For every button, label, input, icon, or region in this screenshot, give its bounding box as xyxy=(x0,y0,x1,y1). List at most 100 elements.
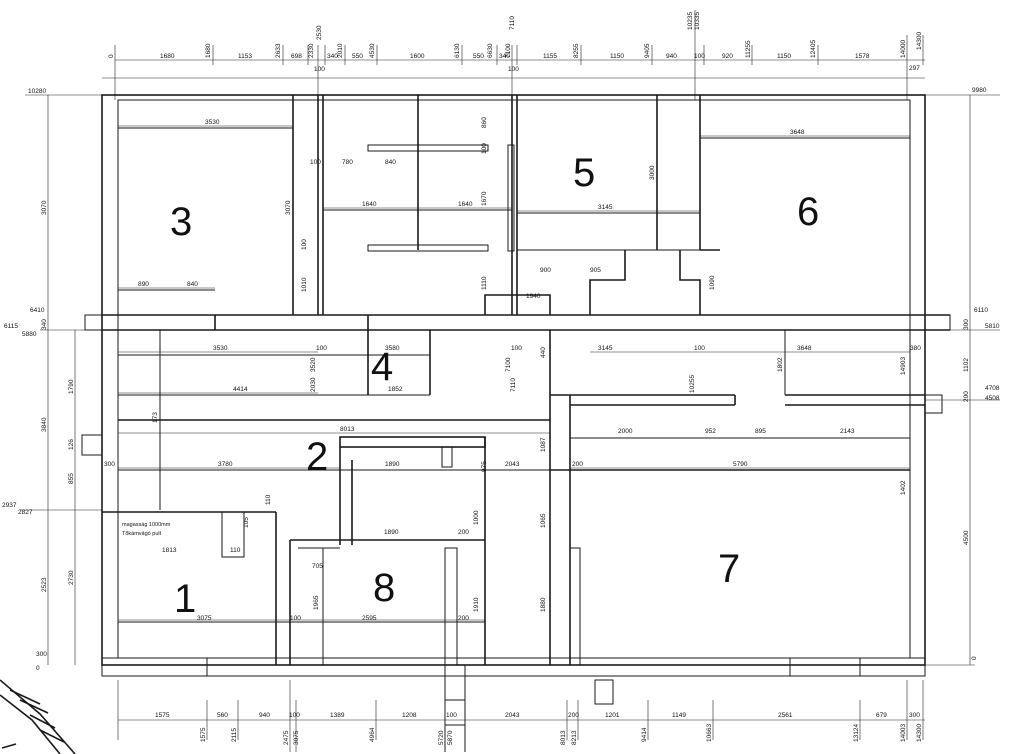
dim-label: 100 xyxy=(301,239,308,250)
dim-label: 110 xyxy=(265,494,272,505)
dim-label: 100 xyxy=(446,712,457,719)
dim-label: 1575 xyxy=(155,712,170,719)
dim-label: 679 xyxy=(876,712,887,719)
dim-label: 2000 xyxy=(618,428,633,435)
dim-label: 8013 xyxy=(560,730,567,745)
dim-label: 3580 xyxy=(385,345,400,352)
dim-label: 6410 xyxy=(30,307,45,314)
dim-label: 200 xyxy=(572,461,583,468)
dim-label: 2595 xyxy=(362,615,377,622)
dim-label: 2561 xyxy=(778,712,793,719)
dim-label: 2730 xyxy=(68,570,75,585)
dim-label: 10280 xyxy=(28,88,46,95)
dim-label: 2115 xyxy=(231,728,238,742)
dim-label: 920 xyxy=(722,53,733,60)
dim-label: 440 xyxy=(540,347,547,358)
room-labels: 3 5 6 4 2 1 8 7 xyxy=(170,151,819,621)
dim-label: 380 xyxy=(910,345,921,352)
dim-label: 3075 xyxy=(293,730,300,745)
dim-label: 3075 xyxy=(197,615,212,622)
dim-label: 1852 xyxy=(388,386,403,393)
dim-label: 1880 xyxy=(540,597,547,612)
dim-label: 4500 xyxy=(963,530,970,545)
room-number-6: 6 xyxy=(797,190,819,234)
dim-label: 100 xyxy=(310,159,321,166)
dim-label: 1790 xyxy=(68,379,75,394)
dim-label: 14000 xyxy=(900,40,907,58)
dim-label: 4414 xyxy=(233,386,248,393)
dim-label: 975 xyxy=(481,461,488,472)
dim-label: 1153 xyxy=(238,53,252,60)
dim-label: 173 xyxy=(152,412,159,423)
top-dimension-chain: 1680 1680 1153 2633 698 2330 2530 340 20… xyxy=(102,10,925,100)
interior-dimension-labels: 3530 780 840 100 1640 1640 1670 3070 860… xyxy=(104,117,921,622)
dim-label: 1149 xyxy=(672,712,686,719)
room-number-5: 5 xyxy=(573,151,595,195)
dim-label: 7100 xyxy=(505,43,512,58)
dim-label: 1670 xyxy=(481,191,488,206)
dim-label: 9980 xyxy=(972,87,987,94)
dim-label: 8013 xyxy=(340,426,355,433)
dim-label: 5870 xyxy=(447,730,454,745)
dim-label: 3780 xyxy=(218,461,233,468)
dim-label: 6115 xyxy=(4,323,18,330)
counter-note: magasság 1000mm Tőkámvágó pult xyxy=(122,522,171,537)
dim-label: 2330 xyxy=(308,43,315,58)
dim-label: 900 xyxy=(540,267,551,274)
side-dimension-chains: 10280 9980 3070 6410 6115 5880 340 6110 … xyxy=(2,87,1000,672)
dim-label: 1000 xyxy=(473,510,480,525)
dim-label: 105 xyxy=(243,517,250,528)
dim-label: 2043 xyxy=(505,712,520,719)
dim-label: 100 xyxy=(314,66,325,73)
dim-label: 9405 xyxy=(644,43,651,58)
dim-label: 2827 xyxy=(18,509,33,516)
dim-label: 705 xyxy=(312,563,323,570)
dim-label: 3648 xyxy=(790,129,805,136)
dim-label: 1201 xyxy=(605,712,620,719)
dim-label: 550 xyxy=(473,53,484,60)
dim-label: 1940 xyxy=(526,293,541,300)
dim-label: 1110 xyxy=(481,276,488,290)
dim-label: 780 xyxy=(342,159,353,166)
dim-label: 6110 xyxy=(974,307,988,314)
dim-label: 905 xyxy=(590,267,601,274)
dim-label: 1150 xyxy=(777,53,791,60)
dim-label: 14300 xyxy=(916,724,923,742)
dim-label: 300 xyxy=(909,712,920,719)
dim-label: 2475 xyxy=(283,730,290,745)
dim-label: 1010 xyxy=(301,277,308,292)
dim-label: 100 xyxy=(694,345,705,352)
dim-label: 2530 xyxy=(316,25,323,40)
dim-label: 3070 xyxy=(285,200,292,215)
dim-label: 6630 xyxy=(487,43,494,58)
room-number-8: 8 xyxy=(373,566,395,610)
dim-label: 340 xyxy=(327,53,338,60)
dim-label: 550 xyxy=(352,53,363,60)
dim-label: 1680 xyxy=(160,53,175,60)
dim-label: 200 xyxy=(458,529,469,536)
dim-label: 300 xyxy=(36,651,47,658)
dim-label: 698 xyxy=(291,53,302,60)
dim-label: 1640 xyxy=(458,201,473,208)
walls xyxy=(81,94,951,752)
dim-label: 10335 xyxy=(694,12,701,30)
dim-label: 340 xyxy=(41,319,48,330)
room-number-4: 4 xyxy=(371,345,393,389)
dim-label: 1575 xyxy=(200,727,207,742)
dim-label: 340 xyxy=(499,53,510,60)
dim-label: 3530 xyxy=(213,345,228,352)
dim-label: 100 xyxy=(511,345,522,352)
dim-label: 952 xyxy=(705,428,716,435)
dim-label: 1578 xyxy=(855,53,870,60)
dim-label: 2043 xyxy=(505,461,520,468)
dim-label: 1155 xyxy=(543,53,557,60)
dim-label: 126 xyxy=(68,439,75,450)
dim-label: 1910 xyxy=(473,597,480,612)
dim-label: 1402 xyxy=(900,480,907,495)
dim-label: 9414 xyxy=(641,727,648,742)
dim-label: 2143 xyxy=(840,428,855,435)
dim-label: 13124 xyxy=(853,724,860,742)
dim-label: 1890 xyxy=(384,529,399,536)
dim-label: 2633 xyxy=(275,43,282,58)
